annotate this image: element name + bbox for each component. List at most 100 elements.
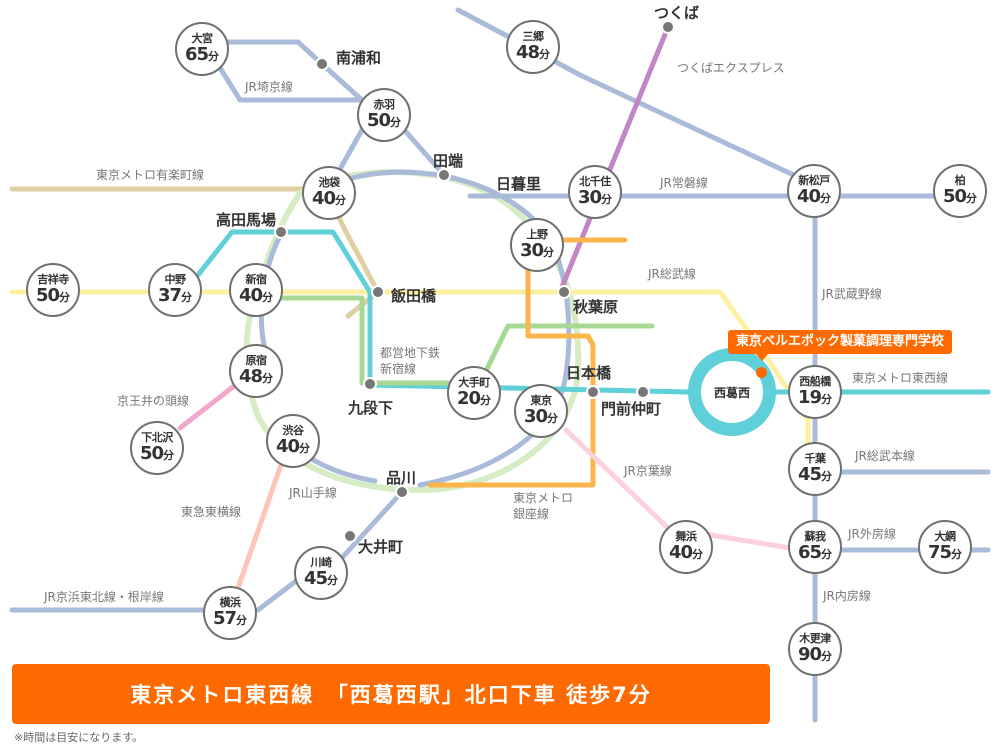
line-label-tozai: 東京メトロ東西線 xyxy=(852,371,949,385)
line-label-uchibo: JR内房線 xyxy=(823,589,871,603)
station-time: 50分 xyxy=(366,109,402,131)
station-time: 57分 xyxy=(212,607,248,629)
station-name: 新松戸 xyxy=(798,173,830,187)
station-name: 原宿 xyxy=(245,353,268,367)
station-name: 大宮 xyxy=(191,31,214,45)
station-name: 三郷 xyxy=(522,29,545,43)
station-time: 40分 xyxy=(275,435,311,457)
station-name: 中野 xyxy=(164,272,187,286)
station-name: 横浜 xyxy=(219,595,242,609)
station-time: 48分 xyxy=(238,365,274,387)
dot-station-label: 飯田橋 xyxy=(391,287,437,305)
station-name: 千葉 xyxy=(804,451,827,465)
station-name: 吉祥寺 xyxy=(37,272,69,286)
station-name: 渋谷 xyxy=(282,423,305,437)
station-time: 50分 xyxy=(35,284,71,306)
dot-station-label: 南浦和 xyxy=(336,49,382,67)
dot-station-label: 高田馬場 xyxy=(216,211,277,229)
line-label-sobu: JR総武線 xyxy=(648,267,696,281)
station-time: 65分 xyxy=(797,541,833,563)
school-callout[interactable]: 東京ベルエポック製菓調理専門学校 xyxy=(728,330,953,361)
station-time: 30分 xyxy=(523,405,559,427)
station-name: 大網 xyxy=(934,529,957,543)
station-name: 大手町 xyxy=(458,375,490,389)
line-label-toei-shinjuku: 都営地下鉄 新宿線 xyxy=(380,346,441,376)
dot-station-label: 日本橋 xyxy=(566,364,612,382)
line-label-yurakucho: 東京メトロ有楽町線 xyxy=(96,168,205,182)
station-time: 40分 xyxy=(668,541,704,563)
line-label-keio-inokashira: 京王井の頭線 xyxy=(117,394,190,408)
station-time: 20分 xyxy=(456,387,492,409)
station-name: 柏 xyxy=(954,173,966,187)
line-tsukuba xyxy=(557,24,671,295)
line-toei-shinjuku xyxy=(277,295,655,386)
line-label-musashino: JR武蔵野線 xyxy=(822,287,882,301)
dot-station-label: つくば xyxy=(654,4,700,22)
school-location-marker xyxy=(756,367,767,378)
station-name: 北千住 xyxy=(579,174,611,188)
time-disclaimer-note: ※時間は目安になります。 xyxy=(14,731,144,744)
station-time: 45分 xyxy=(303,567,339,589)
access-banner: 東京メトロ東西線 「西葛西駅」北口下車 徒歩7分 xyxy=(12,664,770,724)
station-time: 40分 xyxy=(238,284,274,306)
station-time: 30分 xyxy=(577,186,613,208)
station-time: 40分 xyxy=(311,187,347,209)
line-label-sobu-honsen: JR総武本線 xyxy=(855,449,915,463)
line-label-yamanote: JR山手線 xyxy=(289,486,337,500)
station-time: 50分 xyxy=(139,442,175,464)
line-label-tsukuba-express: つくばエクスプレス xyxy=(677,61,785,75)
line-keihin-tohoku xyxy=(9,489,405,613)
station-time: 45分 xyxy=(797,463,833,485)
line-label-saikyo: JR埼京線 xyxy=(245,80,293,94)
line-label-keihin-tohoku: JR京浜東北線・根岸線 xyxy=(44,590,164,604)
station-name: 新宿 xyxy=(245,272,268,286)
station-name: 木更津 xyxy=(799,631,831,645)
station-time: 30分 xyxy=(519,239,555,261)
station-name: 西船橋 xyxy=(799,374,831,388)
station-time: 50分 xyxy=(942,185,978,207)
station-name: 蘇我 xyxy=(804,529,827,543)
station-time: 65分 xyxy=(184,43,220,65)
station-name: 舞浜 xyxy=(675,529,698,543)
station-name: 池袋 xyxy=(318,175,341,189)
line-label-toyoko: 東急東横線 xyxy=(181,505,242,519)
dot-station-label: 田端 xyxy=(433,152,464,170)
station-name: 下北沢 xyxy=(141,430,173,444)
dot-station-label: 日暮里 xyxy=(496,175,542,193)
home-station-name: 西葛西 xyxy=(713,385,750,400)
station-time: 40分 xyxy=(796,185,832,207)
line-toyoko xyxy=(235,459,285,591)
station-time: 19分 xyxy=(797,386,833,408)
station-name: 上野 xyxy=(526,227,549,241)
station-time: 48分 xyxy=(515,41,551,63)
station-time: 37分 xyxy=(157,284,193,306)
line-saikyo xyxy=(211,39,365,103)
home-station-nishikasai[interactable]: 西葛西 xyxy=(688,348,776,436)
line-misato-musashino xyxy=(455,7,818,188)
